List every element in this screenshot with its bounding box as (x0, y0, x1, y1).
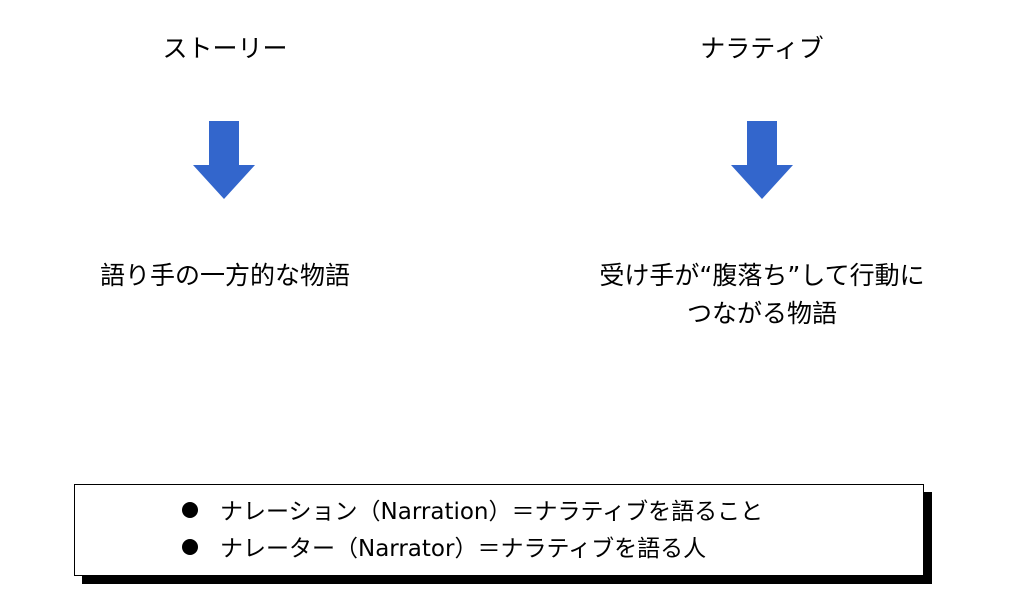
story-description: 語り手の一方的な物語 (45, 257, 405, 295)
story-down-arrow-icon (193, 121, 255, 199)
note-narration-text: ナレーション（Narration）＝ナラティブを語ること (220, 499, 764, 525)
definition-box: ナレーション（Narration）＝ナラティブを語ること ナレーター（Narra… (74, 484, 924, 576)
narrative-down-arrow-icon (731, 121, 793, 199)
narrative-description-line-2: つながる物語 (686, 299, 837, 328)
note-narrator: ナレーター（Narrator）＝ナラティブを語る人 (182, 534, 706, 564)
story-description-line: 語り手の一方的な物語 (99, 261, 350, 290)
bullet-icon (182, 502, 198, 518)
note-narration: ナレーション（Narration）＝ナラティブを語ること (182, 497, 763, 527)
bullet-icon (182, 539, 198, 555)
narrative-title: ナラティブ (700, 34, 824, 63)
story-title: ストーリー (162, 34, 288, 63)
note-narrator-text: ナレーター（Narrator）＝ナラティブを語る人 (220, 536, 707, 562)
narrative-description: 受け手が“腹落ち”して行動に つながる物語 (522, 257, 1002, 333)
narrative-description-line-1: 受け手が“腹落ち”して行動に (599, 261, 925, 290)
